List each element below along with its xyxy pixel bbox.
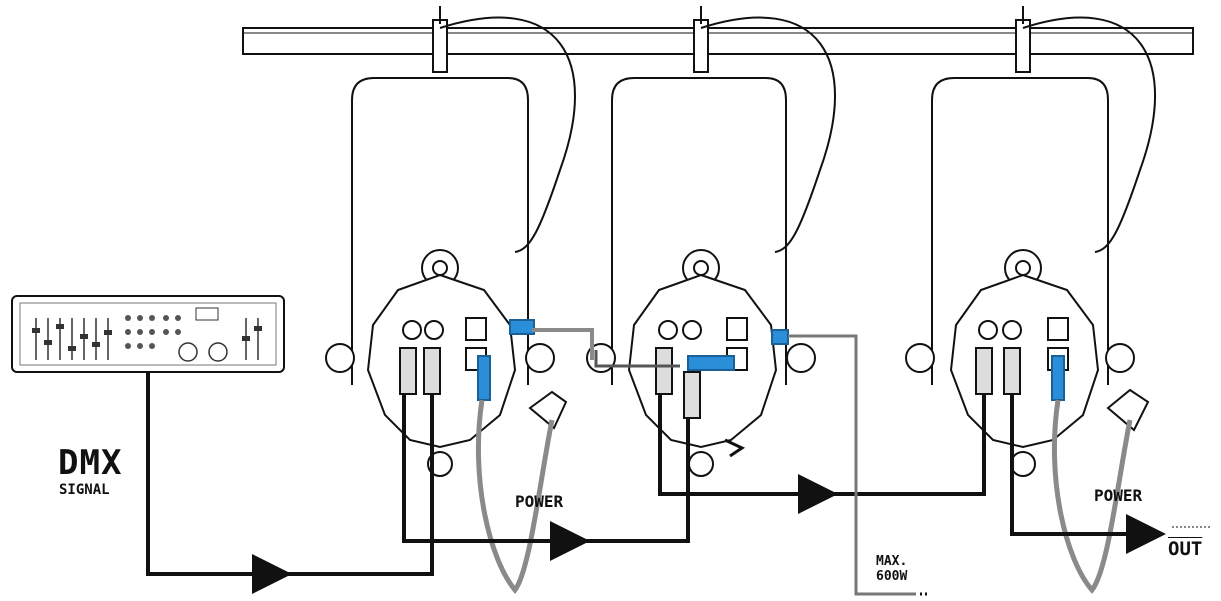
- dmx-label: DMX: [58, 443, 123, 483]
- power-link-cable: [788, 334, 930, 596]
- dmx-controller: [11, 295, 285, 373]
- fixture-2: [532, 6, 836, 477]
- power-label-right: POWER: [1094, 486, 1143, 505]
- wattage-label: 600W: [876, 569, 908, 584]
- dmx-signal-path: [146, 372, 1166, 594]
- truss-bar: [242, 27, 1194, 55]
- signal-label: SIGNAL: [59, 482, 110, 498]
- out-label: OUT: [1168, 538, 1203, 560]
- max-label: MAX.: [876, 554, 908, 569]
- fixture-3: [905, 6, 1156, 594]
- power-label-left: POWER: [515, 492, 564, 511]
